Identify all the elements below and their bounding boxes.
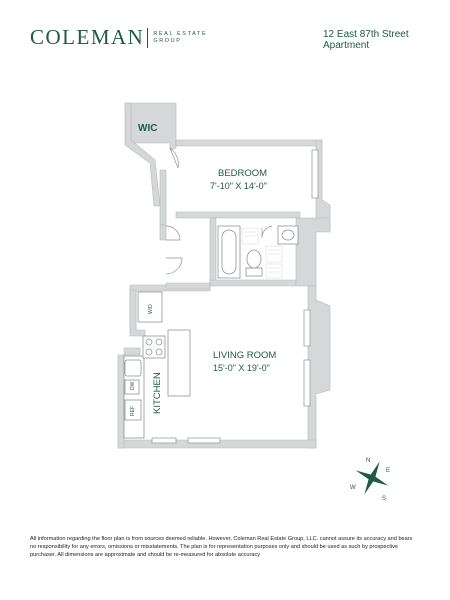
window-living-right-2	[303, 359, 311, 407]
door-bedroom	[165, 225, 181, 241]
compass-s: S	[382, 496, 386, 502]
brand-name: COLEMAN	[30, 25, 145, 49]
wall-bedroom-top	[175, 139, 323, 147]
window-living-bottom-2	[187, 437, 221, 444]
wall-bath-bottom	[209, 279, 297, 287]
wall-living-right	[307, 285, 331, 449]
disclaimer-text: All information regarding the floor plan…	[30, 536, 413, 559]
label-wic: WIC	[138, 123, 157, 134]
brand-logo: COLEMAN REAL ESTATE GROUP	[30, 25, 207, 50]
label-living: LIVING ROOM	[213, 350, 276, 361]
brand-sub-line1: REAL ESTATE	[153, 30, 208, 37]
wall-closet	[129, 289, 146, 337]
label-kitchen: KITCHEN	[152, 372, 163, 414]
counter-island	[167, 329, 191, 397]
wall-kitchen-notch	[123, 347, 141, 356]
door-entry	[165, 257, 183, 275]
wall-bedroom-left	[159, 169, 167, 226]
brand-sub-line2: GROUP	[153, 37, 182, 44]
window-bedroom-right	[311, 149, 319, 199]
label-bedroom: BEDROOM	[218, 168, 267, 179]
bath-floor-tile	[241, 227, 283, 279]
closet-washer	[137, 291, 163, 323]
brand-subtitle: REAL ESTATE GROUP	[153, 31, 207, 45]
wall-hall-bottom	[165, 282, 211, 290]
brand-divider	[147, 27, 149, 48]
label-dw: DW	[130, 381, 136, 390]
door-bath	[261, 225, 273, 239]
window-living-bottom-1	[151, 437, 177, 444]
door-wic	[169, 147, 179, 169]
wall-bath-right	[295, 217, 331, 287]
toilet	[245, 249, 263, 277]
sink	[277, 225, 299, 245]
window-living-right-1	[303, 309, 311, 347]
dishwasher	[124, 379, 140, 395]
bathtub	[217, 225, 241, 279]
compass-rose: N E S W	[350, 458, 390, 502]
compass-n: N	[366, 458, 370, 464]
address-line2: Apartment	[323, 40, 370, 51]
compass-e: E	[386, 468, 390, 474]
label-bedroom-dims: 7'-10" X 14'-0"	[210, 181, 267, 191]
compass-w: W	[350, 485, 356, 491]
address-line1: 12 East 87th Street	[323, 29, 409, 40]
label-wd: W/D	[148, 304, 154, 314]
wall-bedroom-bottom	[175, 211, 301, 219]
stove	[142, 335, 166, 359]
label-living-dims: 15'-0" X 19'-0"	[213, 363, 270, 373]
wall-bath	[209, 217, 217, 284]
kitchen-sink	[124, 359, 142, 377]
label-ref: REF	[130, 406, 136, 416]
wall-hall	[159, 224, 167, 241]
address-block: 12 East 87th Street Apartment	[323, 29, 409, 51]
wall-kitchen-left	[117, 354, 125, 449]
refrigerator	[124, 399, 142, 421]
